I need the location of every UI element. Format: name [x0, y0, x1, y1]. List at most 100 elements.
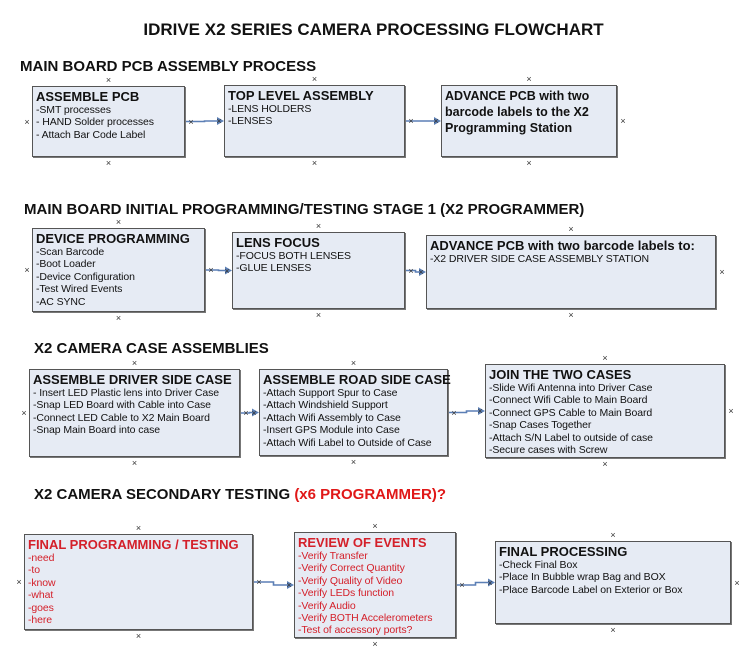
connection-point-icon: × — [315, 221, 322, 231]
connection-point-icon: × — [610, 625, 616, 635]
connection-point-icon: × — [286, 580, 292, 590]
process-box[interactable]: ASSEMBLE DRIVER SIDE CASE- Insert LED Pl… — [29, 369, 240, 457]
process-step: -Attach Support Spur to Case — [263, 387, 398, 399]
process-step: -Secure cases with Screw — [489, 444, 608, 457]
process-step: -Verify BOTH Accelerometers — [298, 612, 433, 625]
arrow-head-icon — [478, 407, 485, 415]
process-step: - Attach Bar Code Label — [36, 128, 146, 141]
connector-line — [253, 581, 288, 586]
connection-point-icon: × — [459, 580, 465, 590]
process-step: -what — [28, 589, 54, 602]
process-step: -Attach Wifi Label to Outside of Case — [263, 436, 432, 449]
connector-line — [185, 120, 218, 123]
connection-point-icon: × — [105, 158, 112, 168]
process-box[interactable]: FINAL PROGRAMMING / TESTING-need-to-know… — [24, 534, 253, 630]
connection-point-icon: × — [418, 267, 424, 277]
process-step: -Check Final Box — [499, 559, 578, 571]
process-box-title: ASSEMBLE PCB — [36, 89, 140, 104]
process-step: -Snap Cases Together — [489, 419, 592, 432]
connection-point-icon: × — [131, 458, 138, 468]
arrow-head-icon — [287, 581, 294, 589]
connector-line — [405, 269, 420, 273]
connector-line — [240, 411, 253, 414]
process-step: -Slide Wifi Antenna into Driver Case — [489, 382, 653, 394]
process-step: -X2 DRIVER SIDE CASE ASSEMBLY STATION — [430, 253, 649, 265]
process-box[interactable]: ASSEMBLE ROAD SIDE CASE-Attach Support S… — [259, 369, 451, 456]
connection-point-icon: × — [433, 116, 439, 126]
process-box[interactable]: ASSEMBLE PCB -SMT processes- HAND Solder… — [32, 86, 185, 157]
connection-point-icon: × — [311, 74, 318, 84]
process-box[interactable]: JOIN THE TWO CASES-Slide Wifi Antenna in… — [485, 364, 725, 458]
section-heading-highlight: (x6 PROGRAMMER)? — [294, 486, 446, 503]
process-step: -Place In Bubble wrap Bag and BOX — [499, 571, 666, 584]
process-step: -need — [28, 552, 55, 564]
process-step: -Scan Barcode — [36, 246, 105, 258]
process-box-title: FINAL PROGRAMMING / TESTING — [28, 537, 239, 552]
connector-line — [205, 269, 226, 272]
connection-point-icon: × — [372, 521, 378, 531]
process-step: -Verify Correct Quantity — [298, 562, 405, 575]
process-box[interactable]: ADVANCE PCB with two barcode labels to:-… — [426, 235, 716, 309]
arrow-head-icon — [434, 117, 441, 125]
process-step: -Verify Transfer — [298, 550, 368, 562]
connection-point-icon: × — [251, 407, 257, 418]
connection-point-icon: × — [115, 313, 122, 323]
arrow-head-icon — [217, 117, 224, 125]
connection-point-icon: × — [16, 577, 22, 587]
connection-point-icon: × — [315, 310, 322, 320]
process-box-title: DEVICE PROGRAMMING — [36, 231, 190, 246]
connection-point-icon: × — [131, 358, 138, 368]
process-step: -Connect LED Cable to X2 Main Board — [33, 411, 210, 424]
connection-point-icon: × — [188, 116, 194, 127]
connector-line — [456, 581, 489, 586]
process-box[interactable]: FINAL PROCESSING -Check Final Box-Place … — [495, 541, 731, 624]
arrow-head-icon — [252, 408, 259, 417]
connector-line — [448, 410, 479, 414]
process-step: -Attach Wifi Assembly to Case — [263, 411, 401, 424]
connection-point-icon: × — [568, 224, 574, 234]
process-box[interactable]: DEVICE PROGRAMMING-Scan Barcode-Boot Loa… — [32, 228, 205, 312]
connection-point-icon: × — [734, 577, 740, 588]
connection-point-icon: × — [311, 158, 318, 168]
process-box[interactable]: TOP LEVEL ASSEMBLY-LENS HOLDERS-LENSES — [224, 85, 405, 157]
process-step: -Test of accessory ports? — [298, 624, 413, 637]
process-step: -Verify Audio — [298, 599, 356, 612]
process-step: -Verify Quality of Video — [298, 574, 403, 587]
process-step: -Connect GPS Cable to Main Board — [489, 406, 653, 419]
process-step: - Insert LED Plastic lens into Driver Ca… — [33, 387, 220, 399]
arrow-head-icon — [488, 578, 495, 587]
process-step: -Attach S/N Label to outside of case — [489, 431, 653, 444]
arrow-head-icon — [225, 266, 232, 275]
connection-point-icon: × — [243, 408, 249, 418]
section-heading-text: X2 CAMERA SECONDARY TESTING — [34, 486, 295, 503]
process-box[interactable]: REVIEW OF EVENTS-Verify Transfer-Verify … — [294, 532, 456, 638]
connection-point-icon: × — [216, 116, 222, 126]
process-step: -goes — [28, 601, 54, 614]
process-step: -Snap Main Board into case — [33, 424, 160, 437]
connection-point-icon: × — [408, 116, 414, 126]
connection-point-icon: × — [487, 577, 493, 588]
connection-point-icon: × — [350, 457, 357, 467]
process-box[interactable]: ADVANCE PCB with two barcode labels to t… — [441, 85, 617, 157]
process-step: -LENS HOLDERS — [228, 103, 312, 115]
process-step: -to — [28, 564, 40, 577]
process-box[interactable]: LENS FOCUS-FOCUS BOTH LENSES-GLUE LENSES — [232, 232, 405, 309]
connection-point-icon: × — [208, 265, 214, 275]
connection-point-icon: × — [451, 407, 457, 418]
section-heading-text: MAIN BOARD INITIAL PROGRAMMING/TESTING S… — [24, 201, 585, 218]
connection-point-icon: × — [610, 530, 616, 540]
process-box-title: REVIEW OF EVENTS — [298, 535, 427, 550]
process-box-title: ADVANCE PCB with two barcode labels to: — [430, 238, 695, 253]
connection-point-icon: × — [105, 75, 112, 85]
process-box-title: ASSEMBLE DRIVER SIDE CASE — [33, 372, 232, 387]
process-step: -AC SYNC — [36, 295, 86, 308]
process-step: -Connect Wifi Cable to Main Board — [489, 394, 648, 407]
process-step: -Snap LED Board with Cable into Case — [33, 399, 211, 412]
section-heading: MAIN BOARD INITIAL PROGRAMMING/TESTING S… — [24, 201, 584, 218]
connection-point-icon: × — [719, 267, 725, 277]
process-step: -LENSES — [228, 115, 273, 128]
page-title: IDRIVE X2 SERIES CAMERA PROCESSING FLOWC… — [143, 20, 604, 39]
process-step: -GLUE LENSES — [236, 262, 312, 275]
